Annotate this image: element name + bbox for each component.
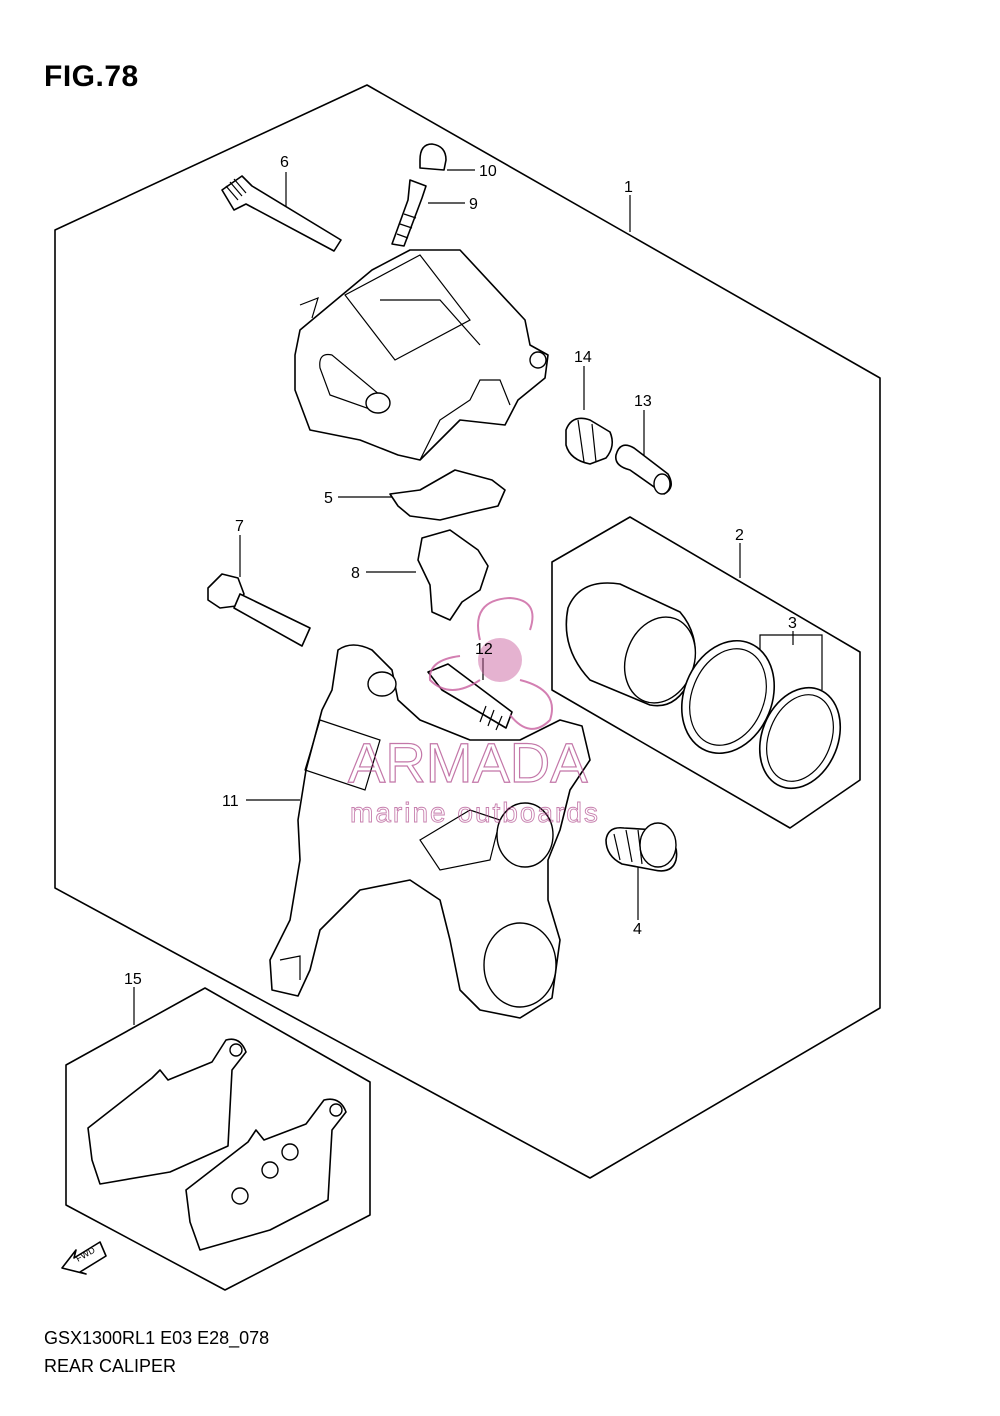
pin-boot-upper bbox=[565, 417, 614, 465]
watermark-tagline: marine outboards bbox=[350, 797, 600, 828]
callout-7: 7 bbox=[235, 518, 244, 535]
callout-8: 8 bbox=[351, 565, 360, 582]
callout-11: 11 bbox=[222, 793, 239, 810]
mounting-bolt bbox=[207, 573, 311, 647]
bleeder-screw bbox=[391, 179, 427, 247]
callout-15: 15 bbox=[124, 971, 142, 988]
pin-sleeve bbox=[614, 444, 672, 495]
callout-10: 10 bbox=[479, 163, 497, 180]
watermark-brand: ARMADA bbox=[348, 731, 588, 794]
callout-6: 6 bbox=[280, 154, 289, 171]
brake-pads bbox=[87, 1038, 347, 1251]
slide-pin-upper bbox=[221, 175, 342, 252]
pad-spring bbox=[389, 469, 506, 521]
dust-boot bbox=[605, 822, 678, 872]
callout-12: 12 bbox=[475, 641, 493, 658]
figure-title: FIG.78 bbox=[44, 60, 139, 93]
callout-14: 14 bbox=[574, 349, 592, 366]
leader-lines bbox=[133, 169, 823, 1025]
callout-5: 5 bbox=[324, 490, 333, 507]
caliper-body bbox=[294, 249, 549, 461]
pad-kit-outline bbox=[65, 987, 371, 1291]
callout-3: 3 bbox=[788, 615, 797, 632]
callout-4: 4 bbox=[633, 921, 642, 938]
caliper-bracket bbox=[269, 644, 591, 1019]
pad-retainer bbox=[417, 529, 489, 621]
diagram-title: REAR CALIPER bbox=[44, 1356, 177, 1376]
callout-2: 2 bbox=[735, 527, 744, 544]
piston-kit-outline bbox=[551, 516, 861, 829]
watermark-logo-icon bbox=[428, 596, 553, 730]
bleeder-cap bbox=[419, 143, 447, 171]
callout-1: 1 bbox=[624, 179, 633, 196]
callout-13: 13 bbox=[634, 393, 652, 410]
callout-9: 9 bbox=[469, 196, 478, 213]
piston-seals bbox=[680, 639, 842, 790]
model-code: GSX1300RL1 E03 E28_078 bbox=[44, 1328, 270, 1348]
fwd-arrow-icon: FWD bbox=[61, 1241, 107, 1275]
assembly-outline bbox=[54, 84, 881, 1179]
